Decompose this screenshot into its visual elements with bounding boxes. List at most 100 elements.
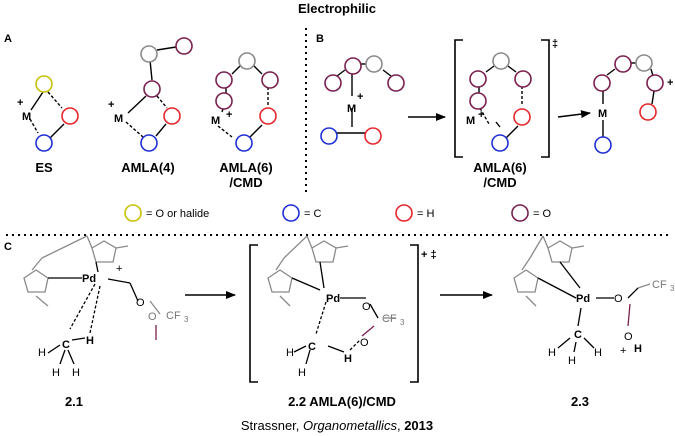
b-ts-purple-right — [514, 70, 532, 88]
b-product-charge: + — [667, 77, 673, 89]
amla6-a-caption-2: /CMD — [229, 175, 262, 190]
legend-purple-swatch — [511, 204, 529, 222]
panel-b-letter: B — [316, 33, 324, 45]
amla6-a-purple-right — [261, 71, 279, 89]
es-red-atom — [61, 107, 79, 125]
amla6-a-purple-lower — [215, 92, 233, 110]
b-reactant-purple-mid — [344, 57, 362, 75]
c22-cf3: CF — [382, 313, 397, 325]
b-bracket-left — [454, 39, 463, 158]
amla4-purple-atom-top — [175, 37, 193, 55]
b-ts-structure: + M — [466, 52, 532, 152]
b-reactant-gray — [365, 55, 383, 73]
c23-h-bottom: H — [568, 355, 576, 367]
c22-pd: Pd — [326, 293, 340, 305]
amla6-a-structure: + M — [211, 52, 279, 152]
c21-h-red: H — [86, 335, 94, 347]
b-product-red — [639, 103, 657, 121]
b-ts-metal: M — [466, 115, 475, 127]
c23-cf3-sub: 3 — [670, 284, 675, 293]
amla4-structure: + M — [108, 37, 193, 152]
c22-o: O — [362, 301, 371, 313]
amla6-a-red-atom — [259, 107, 277, 125]
amla4-caption: AMLA(4) — [121, 160, 174, 175]
b-reactant-blue — [320, 127, 338, 145]
complex-2-1 — [23, 235, 161, 365]
b-product-structure: + M — [593, 54, 673, 154]
amla4-blue-atom — [140, 134, 158, 152]
citation-author: Strassner, — [241, 418, 303, 433]
b-bracket-right — [541, 39, 550, 158]
legend-red-swatch — [395, 204, 413, 222]
complex-2-3 — [513, 235, 651, 353]
c21-o: O — [136, 297, 145, 309]
amla4-charge: + — [108, 99, 114, 111]
c23-h-red: H — [634, 343, 642, 355]
amla6-a-charge: + — [226, 109, 232, 121]
b-dagger: ‡ — [552, 38, 558, 50]
citation-year: 2013 — [404, 418, 433, 433]
c23-c: C — [574, 329, 582, 341]
amla4-purple-atom — [143, 80, 161, 98]
c23-plus: + — [620, 345, 626, 357]
b-reactant-red — [364, 127, 382, 145]
b-ts-caption-1: AMLA(6) — [473, 160, 526, 175]
label-2-1: 2.1 — [65, 394, 83, 409]
c21-h-left: H — [38, 347, 46, 359]
b-product-metal: M — [598, 108, 607, 120]
legend-blue-swatch — [282, 204, 300, 222]
c22-o2: O — [360, 337, 369, 349]
c22-c: C — [308, 341, 316, 353]
legend-red-label: = H — [417, 208, 434, 220]
legend: = O or halide = C = H = O — [124, 204, 551, 222]
c22-h-bottom: H — [298, 367, 306, 379]
legend-yellow-label: = O or halide — [146, 208, 209, 220]
b-ts-purple-lower — [469, 92, 487, 110]
c23-o2: O — [624, 331, 633, 343]
amla6-a-gray-atom — [238, 52, 256, 70]
es-caption: ES — [35, 160, 53, 175]
c23-h-left: H — [548, 347, 556, 359]
b-product-purple-right — [646, 74, 664, 92]
b-reactant-structure: + M — [320, 55, 405, 145]
c-ts-charge: + ‡ — [421, 249, 437, 261]
label-2-2: 2.2 AMLA(6)/CMD — [288, 394, 396, 409]
label-2-3: 2.3 — [571, 394, 589, 409]
legend-purple-label: = O — [533, 208, 551, 220]
panel-a-letter: A — [4, 33, 12, 45]
b-ts-gray — [492, 52, 510, 70]
b-ts-caption-2: /CMD — [483, 175, 516, 190]
es-blue-atom — [35, 134, 53, 152]
c21-c: C — [62, 339, 70, 351]
c-bracket-right — [410, 244, 419, 383]
amla6-a-metal: M — [211, 115, 220, 127]
complex-2-2 — [267, 235, 396, 365]
amla4-red-atom — [163, 107, 181, 125]
c21-cf3-sub: 3 — [184, 315, 189, 324]
amla6-a-caption-1: AMLA(6) — [219, 160, 272, 175]
c23-o: O — [614, 293, 623, 305]
es-structure: + M — [17, 75, 79, 152]
amla4-gray-atom — [140, 45, 158, 63]
es-metal: M — [22, 111, 31, 123]
es-yellow-atom — [35, 75, 53, 93]
b-arrow-2 — [557, 110, 591, 119]
c22-cf3-sub: 3 — [400, 318, 405, 327]
citation: Strassner, Organometallics, 2013 — [241, 418, 433, 433]
legend-blue-label: = C — [304, 208, 321, 220]
c21-plus: + — [116, 263, 122, 275]
c22-h-left: H — [286, 347, 294, 359]
b-product-blue — [594, 136, 612, 154]
c21-cf3: CF — [166, 310, 181, 322]
c23-h-right: H — [594, 347, 602, 359]
c23-cf3: CF — [652, 279, 667, 291]
b-reactant-metal: M — [347, 103, 356, 115]
citation-sep: , — [397, 418, 404, 433]
citation-journal: Organometallics — [303, 418, 397, 433]
panel-c-letter: C — [4, 241, 12, 253]
c21-h-bottom-right: H — [72, 367, 80, 379]
b-ts-red — [513, 108, 531, 126]
b-ts-blue — [491, 134, 509, 152]
figure-title: Electrophilic — [298, 1, 376, 16]
